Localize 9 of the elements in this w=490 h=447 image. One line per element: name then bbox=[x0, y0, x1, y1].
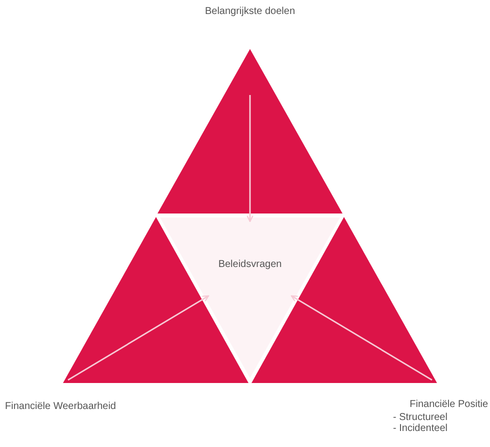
arrow bbox=[290, 295, 432, 381]
arrow bbox=[68, 295, 210, 381]
node-label: Belangrijkste doelen bbox=[204, 6, 296, 18]
arrow bbox=[246, 95, 254, 222]
node-label: Financiële Weerbaarheid bbox=[5, 401, 116, 413]
node-label: Beleidsvragen bbox=[217, 259, 283, 271]
list-item: - Structureel bbox=[393, 412, 448, 424]
node-label: Financiële Positie bbox=[410, 399, 488, 411]
list-item: - Incidenteel bbox=[393, 423, 448, 435]
